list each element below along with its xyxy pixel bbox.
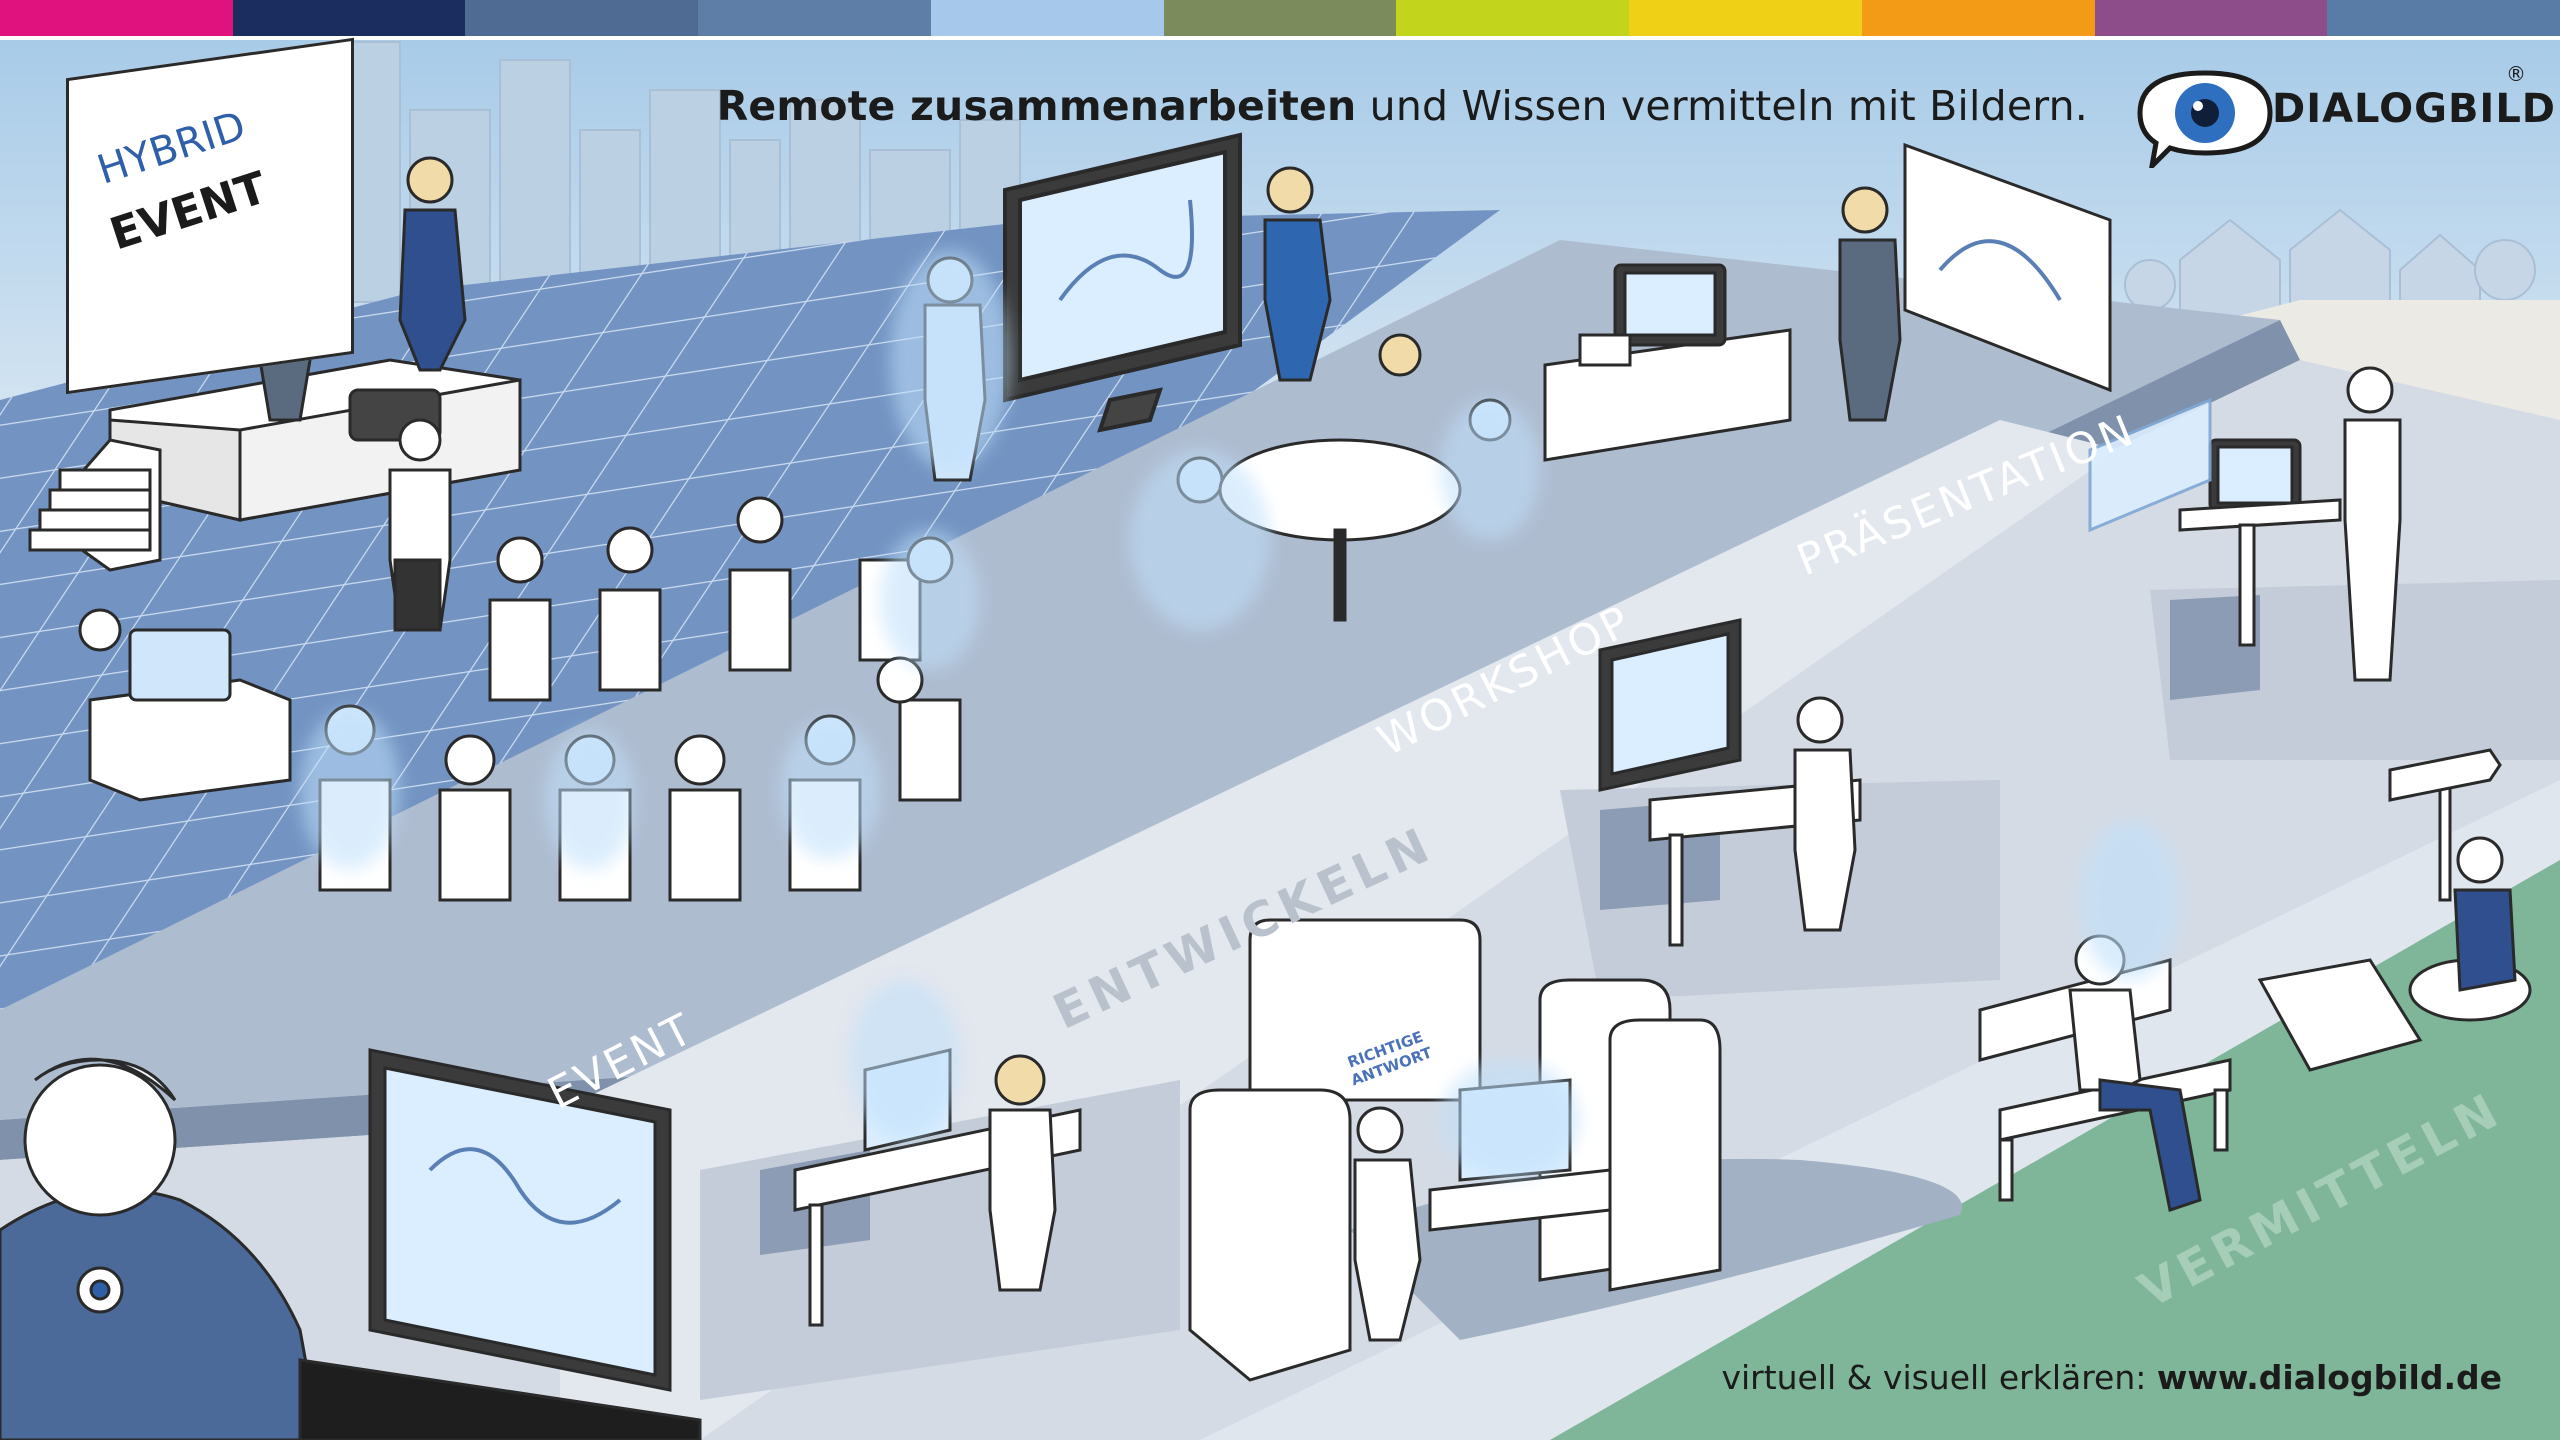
headline: Remote zusammenarbeiten und Wissen vermi… xyxy=(717,82,2088,130)
color-bar-segment xyxy=(0,0,233,36)
ghost-figure xyxy=(2080,820,2180,980)
logo-name: DIALOGBILD xyxy=(2272,86,2557,132)
color-bar-segment xyxy=(698,0,931,36)
drawing-desk xyxy=(78,608,292,802)
color-bar-segment xyxy=(2327,0,2560,36)
workshop-screen xyxy=(1003,132,1242,433)
camera-operator xyxy=(348,388,452,632)
presenter-woman xyxy=(1838,186,1902,422)
color-bar-segment xyxy=(1629,0,1862,36)
presentation-board xyxy=(1903,142,2112,393)
standing-desk xyxy=(2178,366,2402,682)
color-bar-segment xyxy=(1396,0,1630,36)
logo-registered: ® xyxy=(2506,62,2526,86)
footer: virtuell & visuell erklären: www.dialogb… xyxy=(1721,1358,2502,1397)
color-bar-segment xyxy=(930,0,1164,36)
remote-worker-desk xyxy=(1598,618,1862,947)
train-seats xyxy=(1188,918,1722,1382)
color-bar-divider xyxy=(0,36,2560,40)
signpost xyxy=(2388,748,2502,902)
tablet-desk xyxy=(298,1048,702,1440)
dialogbild-logo[interactable] xyxy=(2130,58,2530,168)
color-bar xyxy=(0,0,2560,36)
color-bar-segment xyxy=(465,0,699,36)
eye-speech-bubble-icon xyxy=(2137,70,2273,168)
stairs xyxy=(28,468,152,552)
color-bar-segment xyxy=(232,0,466,36)
presentation-desk xyxy=(1543,263,1792,462)
floating-screen-right xyxy=(2088,397,2212,533)
headline-rest: und Wissen vermitteln mit Bildern. xyxy=(1356,82,2088,130)
lounge xyxy=(2257,836,2532,1072)
footer-url[interactable]: www.dialogbild.de xyxy=(2156,1358,2502,1397)
color-bar-segment xyxy=(1163,0,1397,36)
color-bar-segment xyxy=(1861,0,2095,36)
color-bar-segment xyxy=(2094,0,2328,36)
headline-bold: Remote zusammenarbeiten xyxy=(716,82,1357,130)
audience-glow xyxy=(300,530,980,870)
footer-text: virtuell & visuell erklären: xyxy=(1721,1358,2157,1397)
presenter-bottom-left xyxy=(0,1057,322,1440)
